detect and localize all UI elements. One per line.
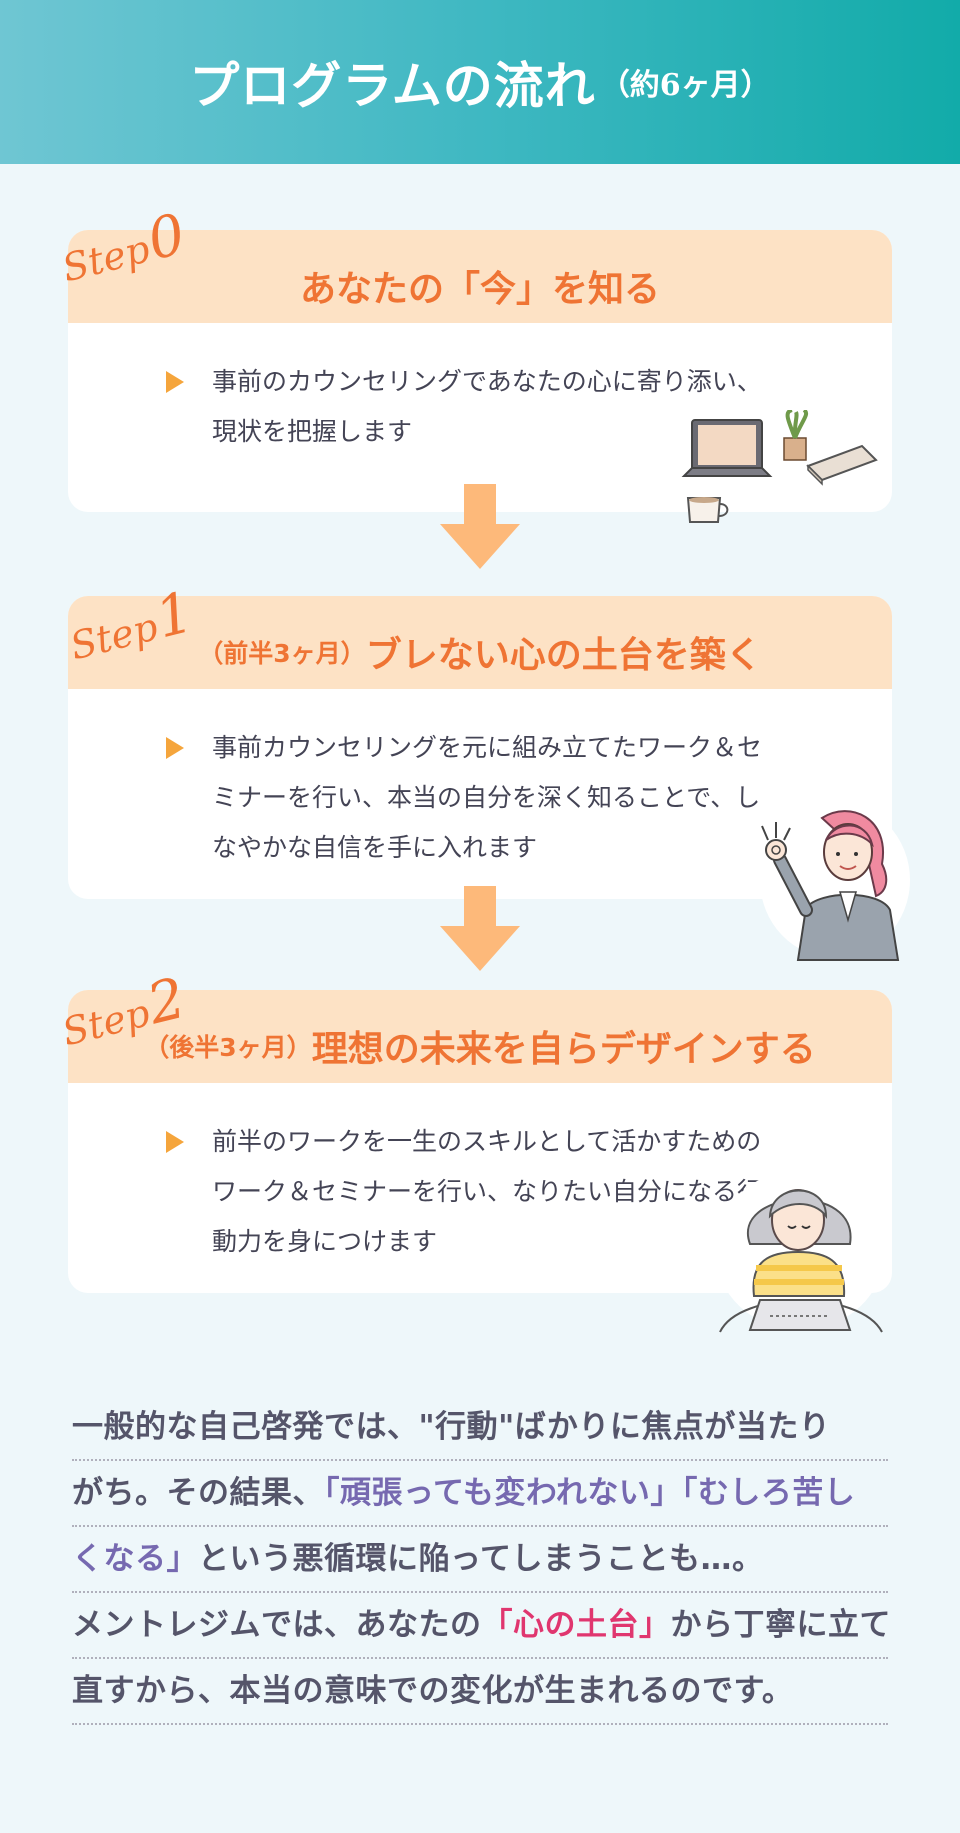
step-title-0: あなたの「今」を知る bbox=[299, 268, 660, 310]
step-body-0: 事前のカウンセリングであなたの心に寄り添い、現状を把握します bbox=[68, 323, 892, 446]
highlight-text: くなる」 bbox=[72, 1541, 198, 1577]
bullet-triangle-icon bbox=[166, 371, 184, 393]
summary-paragraph: 一般的な自己啓発では、"行動"ばかりに焦点が当たり がち。その結果、「頑張っても… bbox=[72, 1395, 891, 1725]
down-arrow-icon bbox=[440, 886, 520, 971]
step-title-1: ブレない心の土台を築く bbox=[365, 634, 762, 676]
summary-line-3: くなる」という悪循環に陥ってしまうことも…。 bbox=[72, 1527, 888, 1593]
woman-ok-sign-icon bbox=[760, 802, 910, 961]
step-text-0: 事前のカウンセリングであなたの心に寄り添い、現状を把握します bbox=[212, 367, 762, 446]
step-title-2: 理想の未来を自らデザインする bbox=[311, 1028, 816, 1070]
step-title-prefix-1: （前半3ヶ月） bbox=[198, 638, 366, 668]
step-head-2: （後半3ヶ月）理想の未来を自らデザインする bbox=[68, 990, 892, 1083]
summary-line-1: 一般的な自己啓発では、"行動"ばかりに焦点が当たり bbox=[72, 1395, 888, 1461]
highlight-text: 「頑張っても変われない」「むしろ苦し bbox=[324, 1475, 856, 1511]
down-arrow-icon bbox=[440, 484, 520, 569]
step-head-0: あなたの「今」を知る bbox=[68, 230, 892, 323]
laptop-plant-notebook-icon bbox=[681, 410, 878, 523]
step-text-1: 事前カウンセリングを元に組み立てたワーク＆セミナーを行い、本当の自分を深く知るこ… bbox=[212, 733, 763, 862]
step-card-0: あなたの「今」を知る 事前のカウンセリングであなたの心に寄り添い、現状を把握しま… bbox=[68, 230, 892, 512]
page-title: プログラムの流れ bbox=[189, 56, 596, 115]
step-card-1: （前半3ヶ月）ブレない心の土台を築く 事前カウンセリングを元に組み立てたワーク＆… bbox=[68, 596, 892, 899]
step-body-1: 事前カウンセリングを元に組み立てたワーク＆セミナーを行い、本当の自分を深く知るこ… bbox=[68, 689, 892, 862]
summary-line-2: がち。その結果、「頑張っても変われない」「むしろ苦し bbox=[72, 1461, 888, 1527]
bullet-triangle-icon bbox=[166, 1131, 184, 1153]
page-header: プログラムの流れ（約6ヶ月） bbox=[0, 0, 960, 164]
bullet-triangle-icon bbox=[166, 737, 184, 759]
woman-typing-laptop-icon bbox=[715, 1170, 885, 1333]
summary-line-5: 直すから、本当の意味での変化が生まれるのです。 bbox=[72, 1659, 888, 1725]
summary-line-4: メントレジムでは、あなたの「心の土台」から丁寧に立て bbox=[72, 1593, 891, 1659]
step-head-1: （前半3ヶ月）ブレない心の土台を築く bbox=[68, 596, 892, 689]
step-text-2: 前半のワークを一生のスキルとして活かすためのワーク＆セミナーを行い、なりたい自分… bbox=[212, 1127, 763, 1256]
step-body-2: 前半のワークを一生のスキルとして活かすためのワーク＆セミナーを行い、なりたい自分… bbox=[68, 1083, 892, 1256]
page-subtitle: （約6ヶ月） bbox=[599, 68, 771, 103]
highlight-text: 「心の土台」 bbox=[481, 1607, 671, 1643]
step-title-prefix-2: （後半3ヶ月） bbox=[144, 1032, 312, 1062]
